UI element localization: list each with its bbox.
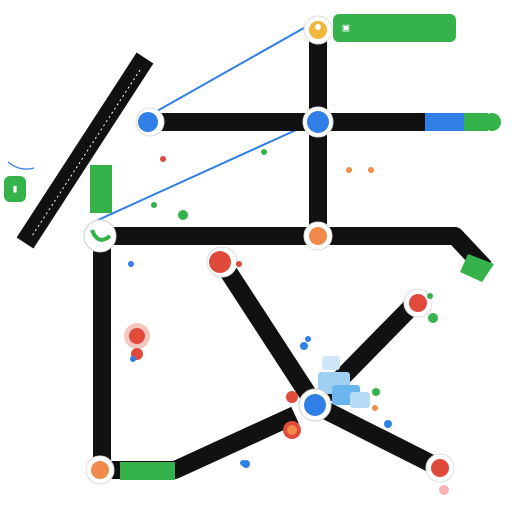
marker-dot [300,342,308,350]
label-dot [305,336,311,342]
label-dot [128,261,134,267]
interchange-block [350,392,370,408]
label-dot [151,202,157,208]
marker-dot [346,167,352,173]
label-6 [236,261,245,268]
label-dot [372,405,378,411]
label-dot [130,356,136,362]
station-upper-center[interactable] [302,106,334,138]
interchange-block [322,356,340,370]
segment-green-bottom [120,462,175,480]
route-diagonal-dashes [31,69,141,237]
segment-blue [425,113,467,131]
route-diagonal-lower-right [310,396,445,477]
map-pin-icon: ▣ [342,21,350,34]
label-dot [427,293,433,299]
label-3 [368,167,377,174]
station-left-red[interactable] [124,323,150,360]
segment-green-right [460,254,494,282]
route-diagonal [16,52,154,249]
marker-dot [372,388,380,396]
label-9 [305,336,314,343]
marker-dot [428,313,438,323]
station-bottom-right[interactable] [425,453,455,495]
info-icon: ▮ [11,182,19,195]
station-middle-center[interactable] [303,221,333,251]
label-5 [128,261,137,268]
connector-line [7,161,35,170]
label-11 [240,460,249,467]
label-4 [151,202,160,209]
station-upper-left[interactable] [135,107,165,137]
station-right[interactable] [403,288,433,318]
callout-left[interactable]: ▮ [4,176,26,202]
label-dot [240,460,246,466]
route-horizontal-middle [98,227,492,275]
connector-line [97,119,319,221]
station-center-hub[interactable] [283,388,332,439]
segment-green-end [483,113,501,131]
station-bottom-left[interactable] [85,455,115,485]
label-7 [427,293,436,300]
label-8 [130,356,139,363]
label-dot [160,156,166,162]
label-10 [372,405,381,412]
route-bottom [102,406,299,479]
marker-dot [384,420,392,428]
label-2 [261,149,270,156]
route-diagonal-center [214,257,323,410]
segment-green-left [90,165,112,213]
connector-line [149,19,319,116]
station-top[interactable] [303,15,333,45]
label-dot [261,149,267,155]
label-1 [160,156,169,163]
station-middle-left[interactable] [83,219,117,253]
label-dot [368,167,374,173]
segment-green [464,113,488,131]
station-middle-red[interactable] [206,246,238,278]
callout-top[interactable]: ▣ [333,14,456,42]
marker-dot [178,210,188,220]
label-dot [236,261,242,267]
